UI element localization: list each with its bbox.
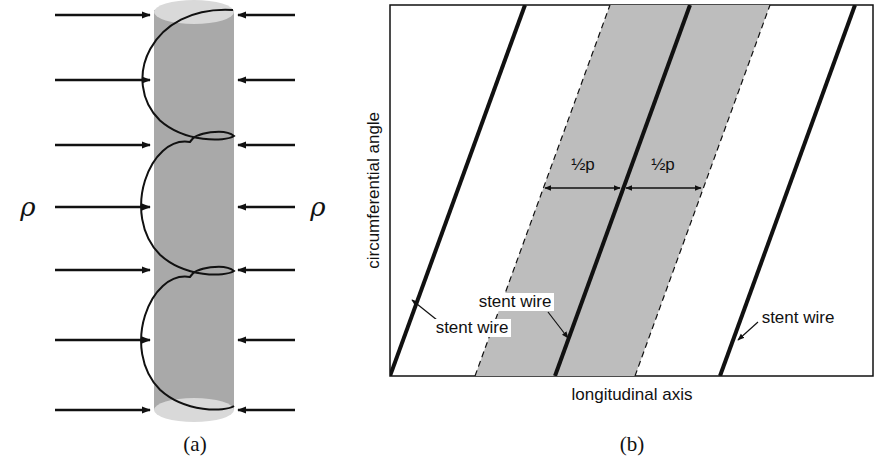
dimension-label: ½p [569,156,597,175]
leader-line [548,312,568,338]
axis-label: longitudinal axis [572,386,693,405]
stent-cylinder [154,0,234,422]
pressure-arrow [238,339,295,342]
stent-wire-line [720,5,855,376]
plot-frame [390,5,873,376]
helix-path [141,10,234,410]
stent-wire-line [555,5,690,376]
pressure-arrow [55,144,150,147]
pressure-symbol: ρ [310,193,325,222]
pressure-symbol: ρ [20,193,35,222]
pressure-arrow [238,409,295,412]
pressure-arrow [55,79,150,82]
shaded-band [475,5,770,376]
part-label: stent wire [433,319,512,338]
axis-label: circumferential angle [365,112,384,269]
pressure-arrow [55,339,150,342]
pressure-arrow [238,14,295,17]
panel-label: (a) [183,433,206,456]
pressure-arrow [55,409,150,412]
part-label: stent wire [476,293,555,312]
dimension-arrow [626,187,701,189]
leader-line [412,300,437,320]
helical-stent-wire [141,10,234,410]
panel-label: (b) [620,433,645,456]
part-label: stent wire [759,309,838,328]
pressure-arrow [55,206,150,209]
pressure-arrow [238,144,295,147]
dimension-arrow [545,187,620,189]
pressure-arrow [238,269,295,272]
dimension-label: ½p [649,156,677,175]
pressure-arrow [238,206,295,209]
pressure-arrow [55,269,150,272]
leader-line [738,322,758,340]
pressure-arrow [238,79,295,82]
pressure-arrows [55,15,295,410]
pressure-arrow [55,14,150,17]
band-edge [635,5,770,376]
stent-wire-line [390,5,525,376]
